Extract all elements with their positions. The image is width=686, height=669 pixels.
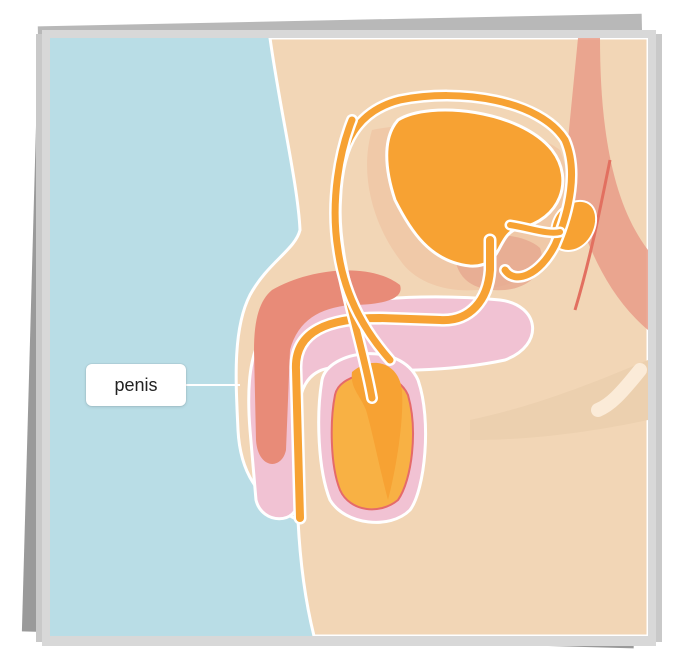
illustration-panel <box>50 38 648 636</box>
penis-label: penis <box>86 364 186 406</box>
